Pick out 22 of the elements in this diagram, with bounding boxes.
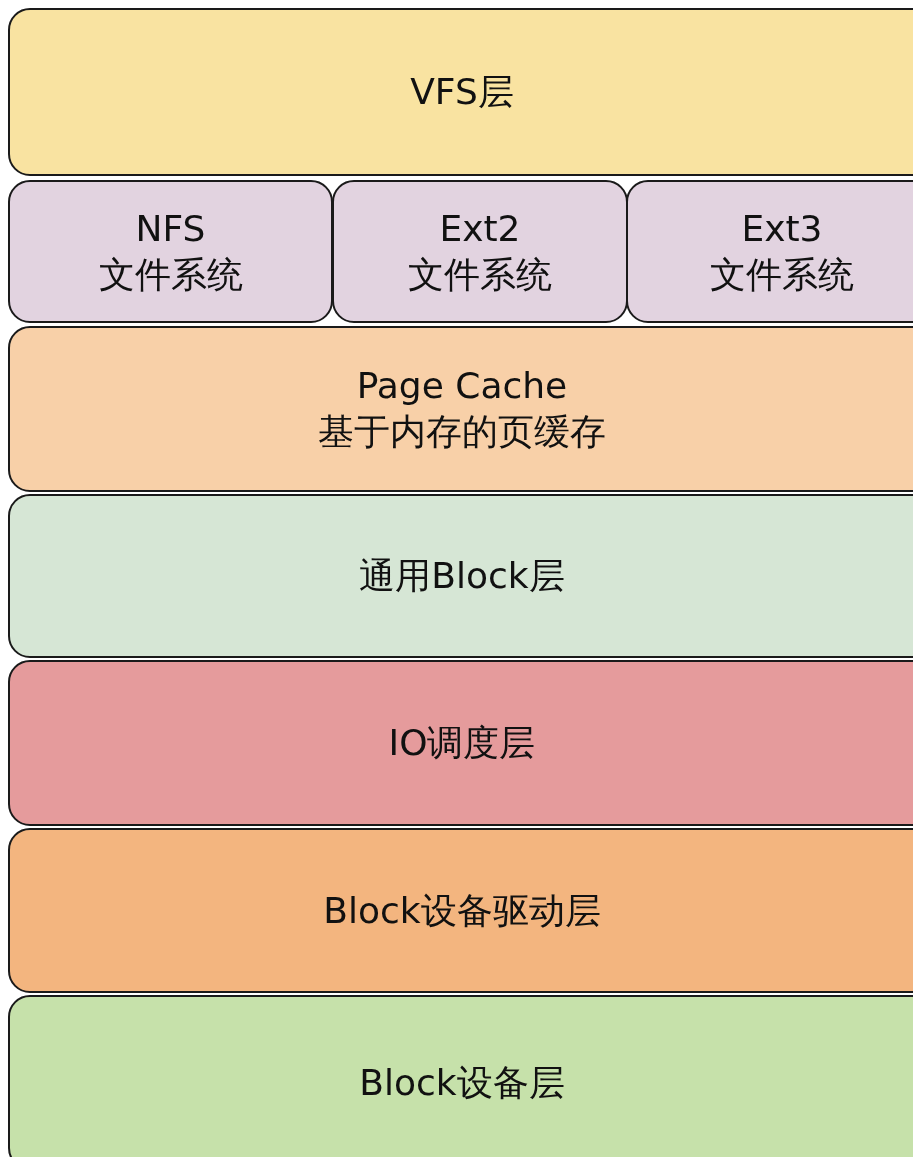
layer-label: VFS层: [410, 70, 514, 114]
layer-label: 文件系统: [710, 252, 854, 297]
layer-label: IO调度层: [388, 721, 536, 765]
layer-label: Page Cache: [356, 364, 568, 408]
layer-label: Block设备驱动层: [323, 888, 601, 933]
layer-box: [8, 828, 913, 993]
layer-box: [332, 180, 628, 323]
layer-label: 基于内存的页缓存: [318, 410, 606, 454]
layer-label: Block设备层: [359, 1060, 565, 1105]
layer-box: [8, 180, 333, 323]
layer-label: Ext3: [741, 206, 823, 251]
layer-label: NFS: [135, 206, 206, 251]
layer-label: 通用Block层: [359, 554, 565, 598]
layer-label: 文件系统: [98, 252, 243, 297]
layer-box: [8, 326, 913, 492]
layer-label: 文件系统: [408, 252, 552, 297]
layer-box: [8, 8, 913, 176]
layer-box: [626, 180, 913, 323]
layer-box: [8, 660, 913, 826]
layer-box: [8, 995, 913, 1157]
layer-box: [8, 494, 913, 658]
layer-label: Ext2: [439, 206, 521, 251]
